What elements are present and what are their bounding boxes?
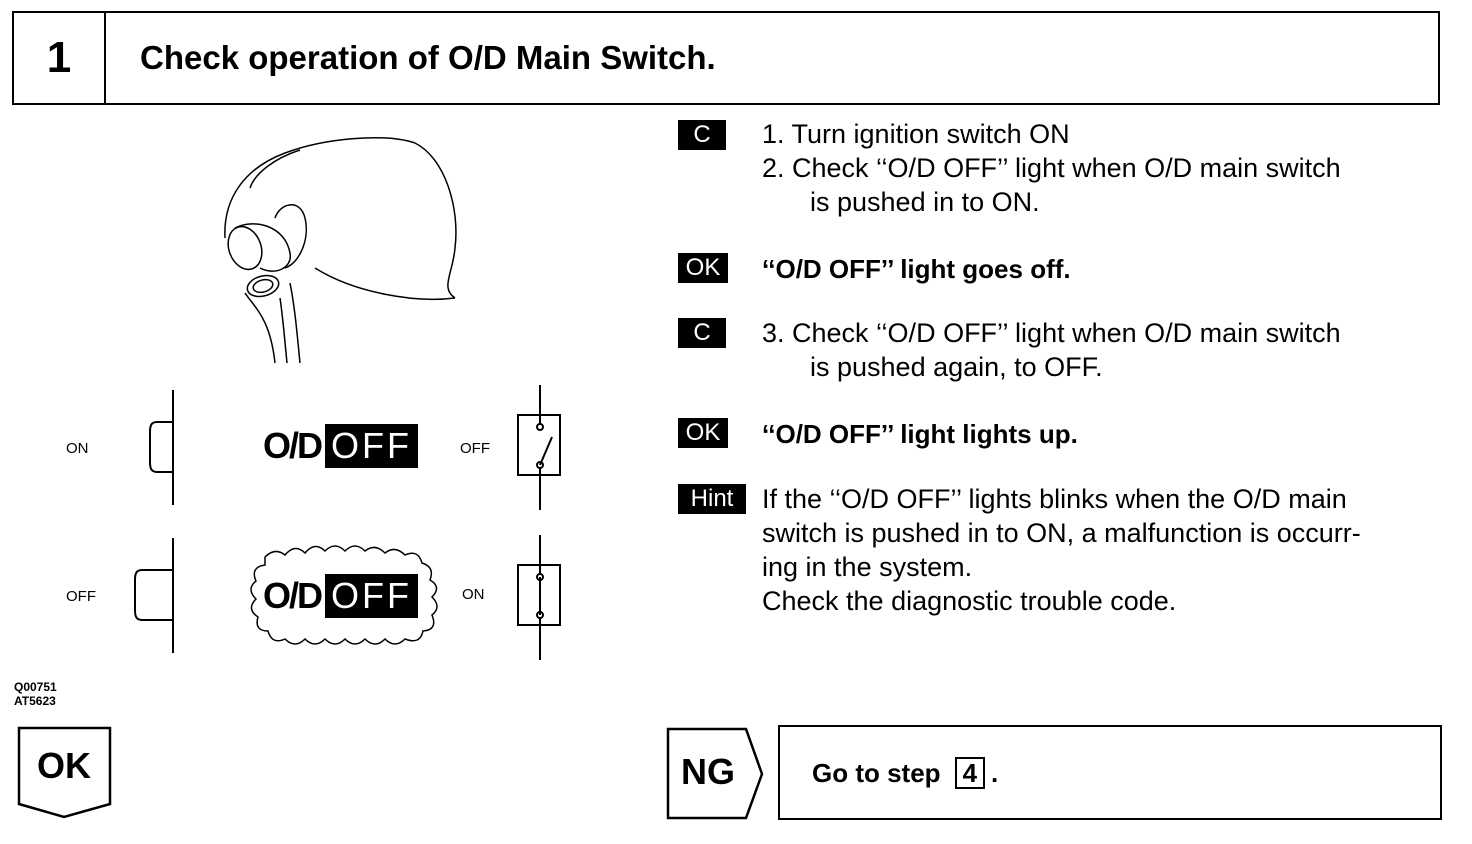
- hint-line: switch is pushed in to ON, a malfunction…: [762, 518, 1361, 548]
- instruction-step-2-cont: is pushed in to ON.: [810, 187, 1040, 217]
- hint-line: Check the diagnostic trouble code.: [762, 586, 1177, 616]
- ref-code: Q00751: [14, 680, 57, 694]
- od-off-indicator-unlit: O/D OFF: [263, 422, 418, 470]
- button-pressed-icon: [134, 538, 174, 653]
- figure-reference-codes: Q00751 AT5623: [14, 680, 57, 708]
- od-off-indicator-blinking: O/D OFF: [263, 572, 418, 620]
- step-header: 1 Check operation of O/D Main Switch.: [12, 11, 1440, 105]
- ok-badge-shape: [17, 726, 112, 819]
- check-tag: C: [678, 120, 726, 150]
- goto-instruction: Go to step 4.: [812, 757, 998, 789]
- button-state-label-on: ON: [66, 440, 89, 457]
- instruction-step-3-cont: is pushed again, to OFF.: [810, 352, 1103, 382]
- ng-badge[interactable]: NG: [681, 751, 735, 792]
- ok-tag: OK: [678, 418, 728, 448]
- od-indicator-text: O/D: [263, 425, 323, 466]
- off-indicator-text: OFF: [325, 424, 418, 468]
- hint-line: If the ‘‘O/D OFF’’ lights blinks when th…: [762, 484, 1347, 514]
- ok-result-2: ‘‘O/D OFF’’ light lights up.: [762, 419, 1078, 449]
- blinking-burst-icon: [250, 545, 438, 645]
- ng-action-box: [778, 725, 1442, 820]
- instruction-step-3: 3. Check ‘‘O/D OFF’’ light when O/D main…: [762, 318, 1341, 348]
- step-number: 1: [14, 13, 106, 103]
- ok-badge[interactable]: OK: [37, 745, 91, 786]
- switch-closed-icon: [517, 535, 561, 660]
- button-released-icon: [149, 390, 174, 505]
- switch-state-label-off: OFF: [460, 440, 490, 457]
- hint-line: ing in the system.: [762, 552, 973, 582]
- goto-period: .: [991, 758, 999, 788]
- instruction-step-1: 1. Turn ignition switch ON: [762, 119, 1070, 149]
- off-indicator-text: OFF: [325, 574, 418, 618]
- button-state-label-off: OFF: [66, 588, 96, 605]
- ref-code: AT5623: [14, 694, 56, 708]
- goto-text: Go to step: [812, 758, 941, 788]
- check-tag: C: [678, 318, 726, 348]
- instruction-step-2: 2. Check ‘‘O/D OFF’’ light when O/D main…: [762, 153, 1341, 183]
- switch-open-icon: [517, 385, 561, 510]
- shift-lever-illustration: [224, 137, 457, 364]
- goto-step-link[interactable]: 4: [954, 757, 986, 789]
- switch-state-label-on: ON: [462, 586, 485, 603]
- ng-badge-shape: [666, 727, 764, 820]
- ok-tag: OK: [678, 253, 728, 283]
- hint-tag: Hint: [678, 484, 746, 514]
- od-indicator-text: O/D: [263, 575, 323, 616]
- ok-result-1: ‘‘O/D OFF’’ light goes off.: [762, 254, 1071, 284]
- step-title: Check operation of O/D Main Switch.: [140, 39, 716, 76]
